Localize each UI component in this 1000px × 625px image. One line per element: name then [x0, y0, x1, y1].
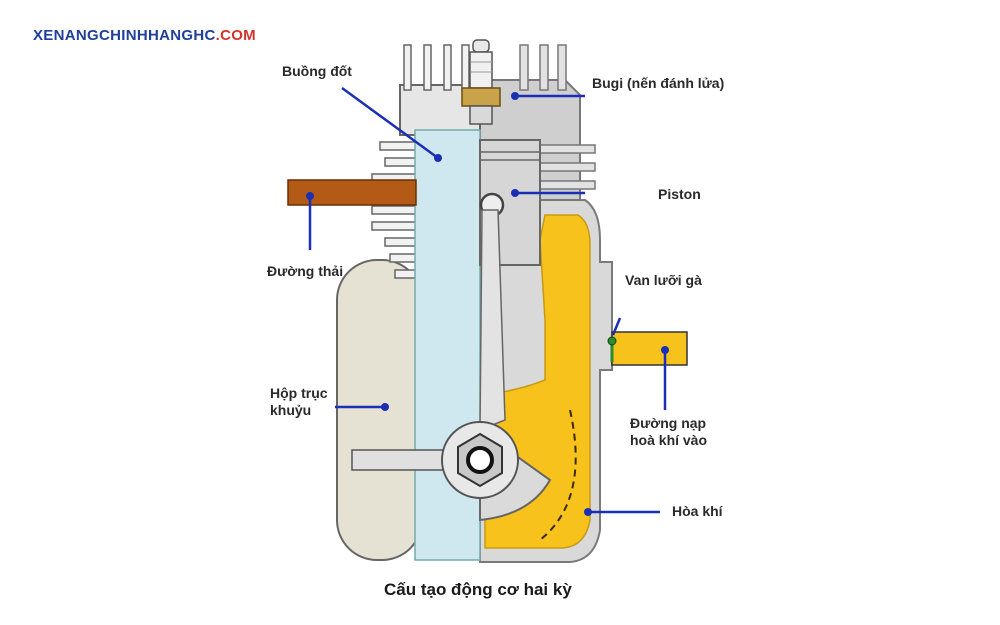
watermark-main: XENANGCHINHHANGHC — [33, 27, 216, 44]
label-intake: Đường nạp hoà khí vào — [630, 415, 707, 449]
label-exhaust: Đường thải — [267, 263, 344, 279]
label-crankcase-line2: khuỷu — [270, 402, 312, 418]
reed-valve-pivot — [607, 336, 617, 346]
pointer-reed-valve — [611, 317, 622, 336]
label-crankcase-line1: Hộp trục — [270, 385, 328, 401]
pointer-combustion — [341, 86, 439, 160]
pointer-lines — [308, 86, 667, 514]
intake-pipe — [611, 331, 688, 366]
cooling-fins-side-right — [539, 144, 596, 190]
crank-path-dashed — [539, 409, 577, 541]
label-crankcase: Hộp trục khuỷu — [270, 385, 328, 419]
label-piston: Piston — [658, 186, 701, 202]
pointer-dots — [306, 92, 669, 516]
diagram-caption: Cấu tạo động cơ hai kỳ — [384, 580, 572, 599]
label-combustion-chamber: Buồng đốt — [282, 63, 352, 79]
label-mixture: Hòa khí — [672, 503, 723, 519]
crankshaft — [351, 449, 448, 471]
label-intake-line1: Đường nạp — [630, 415, 707, 431]
site-watermark: XENANGCHINHHANGHC.COM — [33, 27, 256, 44]
spark-plug — [461, 39, 501, 125]
cooling-fins-top-left — [403, 44, 470, 91]
exhaust-pipe — [287, 179, 417, 206]
label-spark-plug: Bugi (nến đánh lửa) — [592, 75, 725, 91]
crankcase-shell-left — [336, 259, 423, 561]
watermark-tld: .COM — [215, 27, 256, 44]
label-reed-valve: Van lưỡi gà — [625, 272, 702, 288]
cooling-fins-top-right — [519, 44, 567, 91]
label-intake-line2: hoà khí vào — [630, 432, 708, 448]
crank-bore — [466, 446, 494, 474]
connecting-rod — [479, 209, 506, 432]
